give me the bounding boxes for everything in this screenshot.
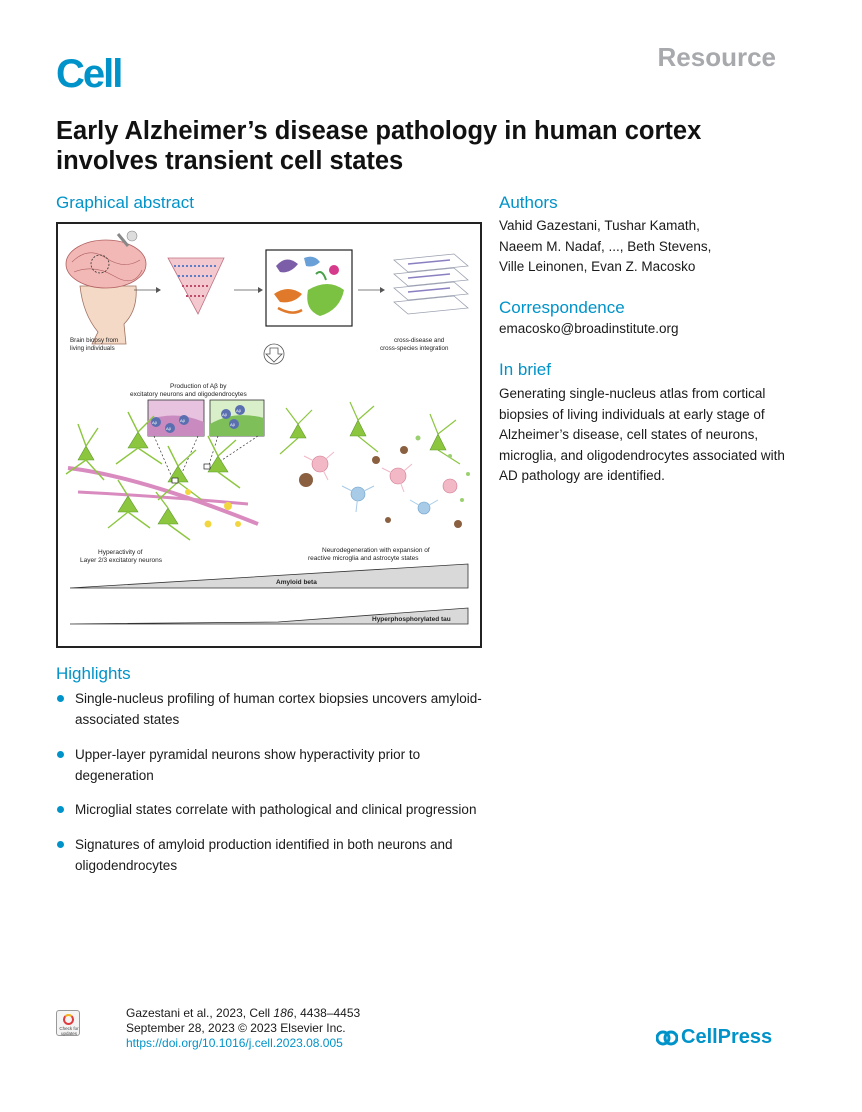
hyperactivity-label-line2: Layer 2/3 excitatory neurons: [80, 557, 163, 564]
article-type-label: Resource: [657, 42, 777, 72]
highlight-item: Signatures of amyloid production identif…: [56, 834, 496, 876]
bullet-icon: [57, 840, 64, 848]
neurodegeneration-label-line1: Neurodegeneration with expansion of: [322, 547, 430, 554]
authors-line: Ville Leinonen, Evan Z. Macosko: [499, 259, 696, 274]
authors-heading: Authors: [499, 193, 558, 212]
bullet-icon: [57, 695, 64, 702]
article-title: Early Alzheimer’s disease pathology in h…: [56, 117, 702, 175]
cellpress-wordmark: CellPress: [681, 1026, 773, 1048]
abeta-tag: Aβ: [152, 420, 158, 425]
highlights-heading: Highlights: [56, 664, 131, 683]
integration-label-line2: cross-species integration: [380, 345, 449, 352]
citation-volume: 186: [273, 1006, 294, 1020]
highlight-item: Microglial states correlate with patholo…: [56, 799, 496, 820]
integration-label-line1: cross-disease and: [394, 337, 445, 344]
amyloid-beta-gradient-bar: Amyloid beta: [69, 563, 469, 589]
abeta-tag: Aβ: [230, 422, 236, 427]
citation-block: Gazestani et al., 2023, Cell 186, 4438–4…: [126, 1006, 360, 1051]
correspondence-heading: Correspondence: [499, 298, 625, 317]
neurodegeneration-label-line2: reactive microglia and astrocyte states: [308, 555, 419, 562]
arrow-head-icon: [258, 287, 263, 293]
highlight-text: Upper-layer pyramidal neurons show hyper…: [75, 746, 421, 783]
hyperactivity-label-line1: Hyperactivity of: [98, 549, 143, 556]
graphical-abstract-illustration: Brain biopsy from living individuals: [65, 230, 470, 625]
highlight-item: Single-nucleus profiling of human cortex…: [56, 688, 496, 730]
bullet-icon: [57, 750, 64, 758]
tau-gradient-bar: Hyperphosphorylated tau: [69, 607, 469, 625]
abeta-tag: Aβ: [180, 418, 186, 423]
biopsy-label-line1: Brain biopsy from: [70, 337, 118, 344]
abeta-tag: Aβ: [236, 408, 242, 413]
graphical-abstract-heading: Graphical abstract: [56, 193, 194, 212]
arrow-head-icon: [380, 287, 385, 293]
abeta-inset-oligodendrocyte: Aβ Aβ Aβ: [209, 399, 265, 437]
crossmark-icon: [63, 1014, 74, 1025]
production-label-line2: excitatory neurons and oligodendrocytes: [130, 391, 247, 398]
arrow-head-icon: [156, 287, 161, 293]
integration-stack-illustration: [393, 253, 469, 315]
citation-pages: , 4438–4453: [293, 1006, 361, 1020]
crossmark-label: Check for updates: [59, 1026, 79, 1036]
production-label-line1: Production of Aβ by: [170, 383, 227, 390]
cell-journal-logo: Cell: [56, 52, 123, 96]
graphical-abstract-figure: Brain biopsy from living individuals: [56, 222, 482, 648]
abeta-inset-neuron: Aβ Aβ Aβ: [147, 399, 205, 437]
highlights-list: Single-nucleus profiling of human cortex…: [56, 688, 496, 889]
correspondence-email[interactable]: emacosko@broadinstitute.org: [499, 321, 679, 336]
bullet-icon: [57, 806, 64, 813]
citation-authors: Gazestani et al., 2023, Cell: [126, 1006, 274, 1020]
citation-date: September 28, 2023 © 2023 Elsevier Inc.: [126, 1021, 346, 1035]
doi-link[interactable]: https://doi.org/10.1016/j.cell.2023.08.0…: [126, 1036, 343, 1050]
biopsy-label-line2: living individuals: [70, 345, 115, 352]
authors-list: Vahid Gazestani, Tushar Kamath, Naeem M.…: [499, 216, 769, 278]
amyloid-beta-label: Amyloid beta: [276, 579, 317, 586]
authors-line: Naeem M. Nadaf, ..., Beth Stevens,: [499, 238, 712, 254]
abeta-tag: Aβ: [222, 412, 228, 417]
highlight-text: Single-nucleus profiling of human cortex…: [75, 691, 482, 727]
single-nucleus-umap-box: [265, 249, 353, 327]
tau-label: Hyperphosphorylated tau: [372, 616, 451, 623]
cellpress-logo: CellPress: [656, 1026, 772, 1049]
highlight-text: Signatures of amyloid production identif…: [75, 836, 453, 873]
check-for-updates-button[interactable]: Check for updates: [56, 1010, 80, 1036]
hyperactive-neurons-illustration: [65, 411, 259, 541]
citation-line: Gazestani et al., 2023, Cell 186, 4438–4…: [126, 1006, 360, 1021]
abeta-tag: Aβ: [166, 426, 172, 431]
highlight-text: Microglial states correlate with patholo…: [75, 802, 477, 817]
in-brief-text: Generating single-nucleus atlas from cor…: [499, 386, 785, 483]
cellpress-mark-icon: [656, 1030, 678, 1045]
cortex-wedge-illustration: [167, 257, 225, 315]
authors-line: Vahid Gazestani, Tushar Kamath,: [499, 218, 700, 233]
neurodegeneration-illustration: [279, 401, 470, 528]
in-brief-heading: In brief: [499, 360, 551, 379]
highlight-item: Upper-layer pyramidal neurons show hyper…: [56, 744, 496, 786]
head-biopsy-illustration: [65, 230, 147, 345]
